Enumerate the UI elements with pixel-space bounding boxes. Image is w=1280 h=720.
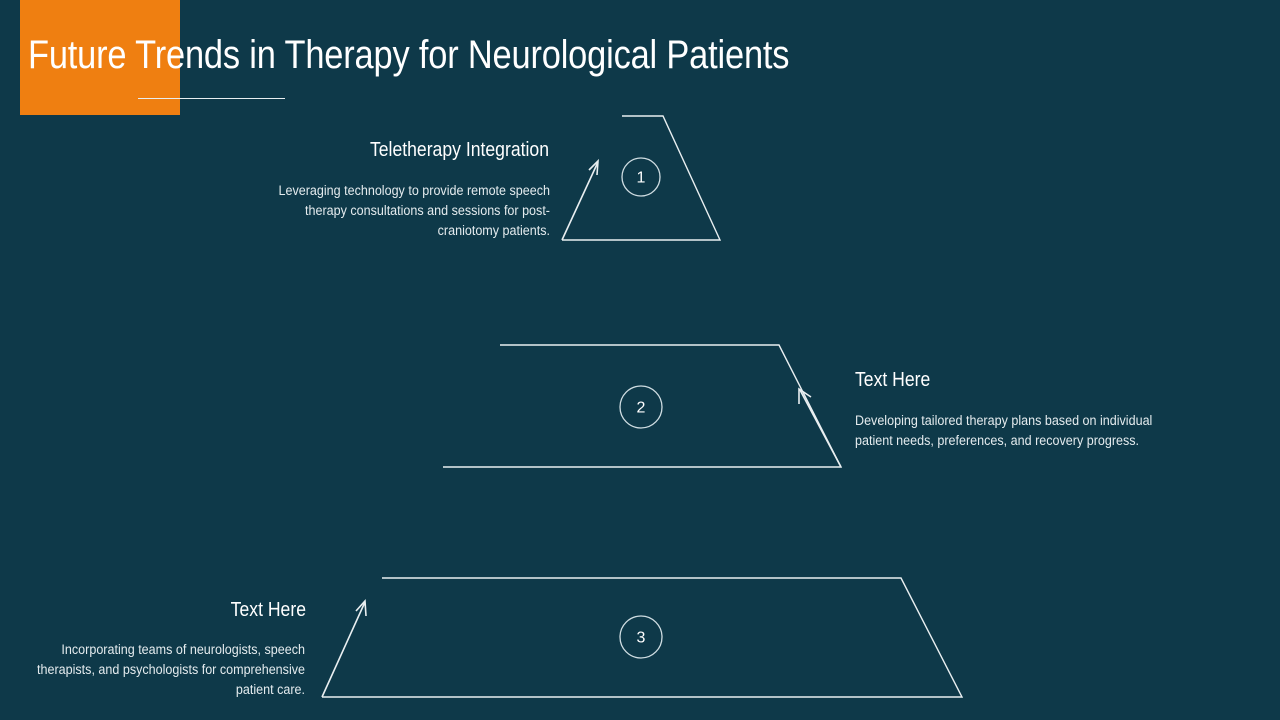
step-3-heading: Text Here — [230, 599, 306, 621]
step-3-shape-group: 3 — [321, 577, 964, 698]
step-2-heading: Text Here — [855, 369, 931, 391]
step-1-body: Leveraging technology to provide remote … — [278, 183, 550, 238]
step-3-arrow — [321, 599, 367, 698]
title-accent-block — [20, 0, 180, 115]
step-3-trapezoid — [322, 577, 964, 698]
step-2-arrow — [798, 387, 842, 468]
step-1-number-label: 1 — [637, 170, 646, 187]
step-2-body: Developing tailored therapy plans based … — [855, 413, 1153, 448]
step-1-arrow — [561, 158, 599, 241]
step-2-shape-group: 2 — [443, 344, 843, 468]
title-underline-rule — [138, 98, 285, 99]
step-3-body: Incorporating teams of neurologists, spe… — [37, 642, 306, 697]
step-2-number-label: 2 — [637, 400, 646, 417]
step-1-heading: Teletherapy Integration — [369, 139, 549, 161]
step-2-number-circle — [619, 385, 663, 429]
step-3-number-label: 3 — [637, 630, 646, 647]
page-title: Future Trends in Therapy for Neurologica… — [28, 33, 790, 77]
step-3-number-circle — [619, 615, 663, 659]
step-1-shape-group: 1 — [561, 115, 722, 241]
step-2-trapezoid — [443, 344, 843, 468]
step-1-number-circle — [621, 157, 661, 197]
step-1-trapezoid — [562, 115, 722, 241]
